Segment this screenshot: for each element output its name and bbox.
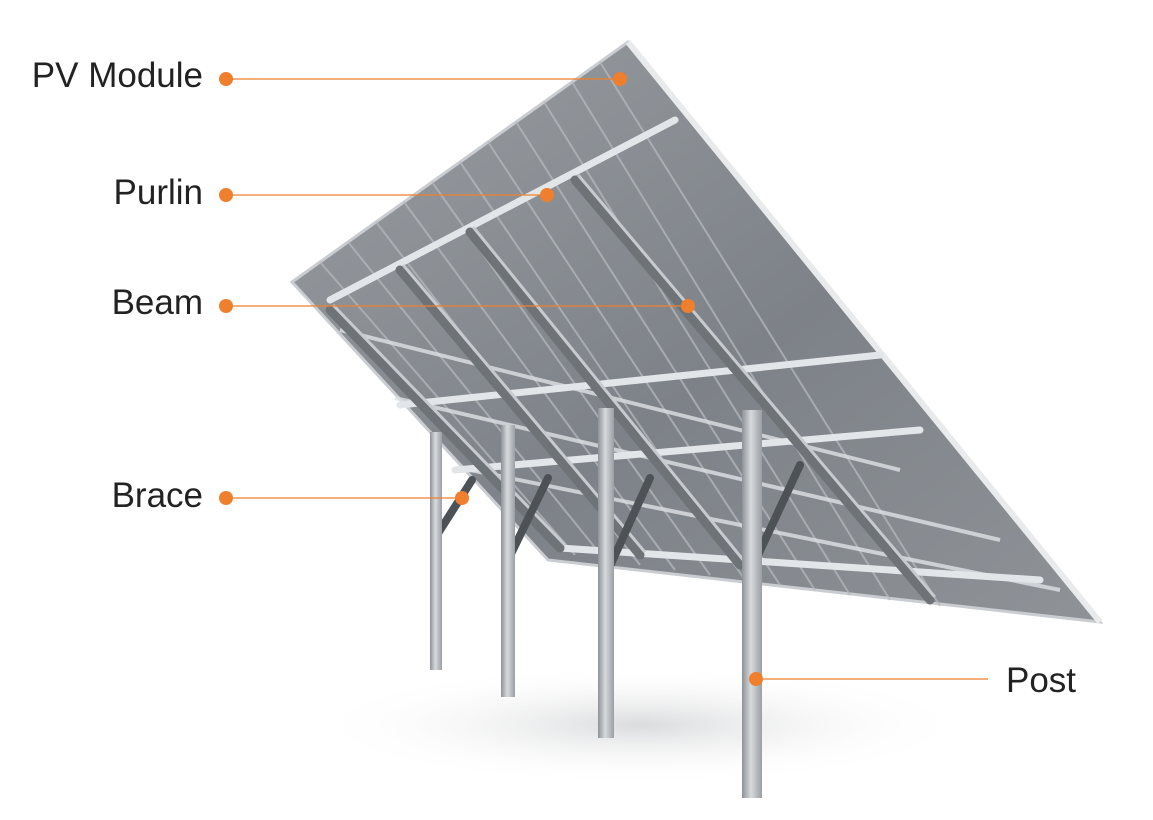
- post-columns: [430, 408, 762, 798]
- callout-dot-purlin-left: [219, 188, 233, 202]
- label-purlin: Purlin: [113, 173, 203, 212]
- label-beam: Beam: [111, 283, 203, 322]
- callout-dot-beam-left: [219, 299, 233, 313]
- ground-shadow: [310, 665, 970, 785]
- label-brace: Brace: [111, 476, 203, 515]
- callout-dot-brace-right: [455, 491, 469, 505]
- callout-lines: [226, 78, 988, 680]
- label-post: Post: [1006, 661, 1077, 700]
- callout-dot-brace-left: [219, 491, 233, 505]
- callout-dot-beam-right: [681, 299, 695, 313]
- callout-dot-purlin-right: [540, 188, 554, 202]
- label-pv-module: PV Module: [31, 56, 203, 95]
- pv-module-array: [289, 39, 1104, 624]
- callout-dot-pv-module-left: [219, 72, 233, 86]
- callout-dots: [219, 72, 763, 686]
- callout-dot-pv-module-right: [613, 72, 627, 86]
- callout-dot-post: [749, 672, 763, 686]
